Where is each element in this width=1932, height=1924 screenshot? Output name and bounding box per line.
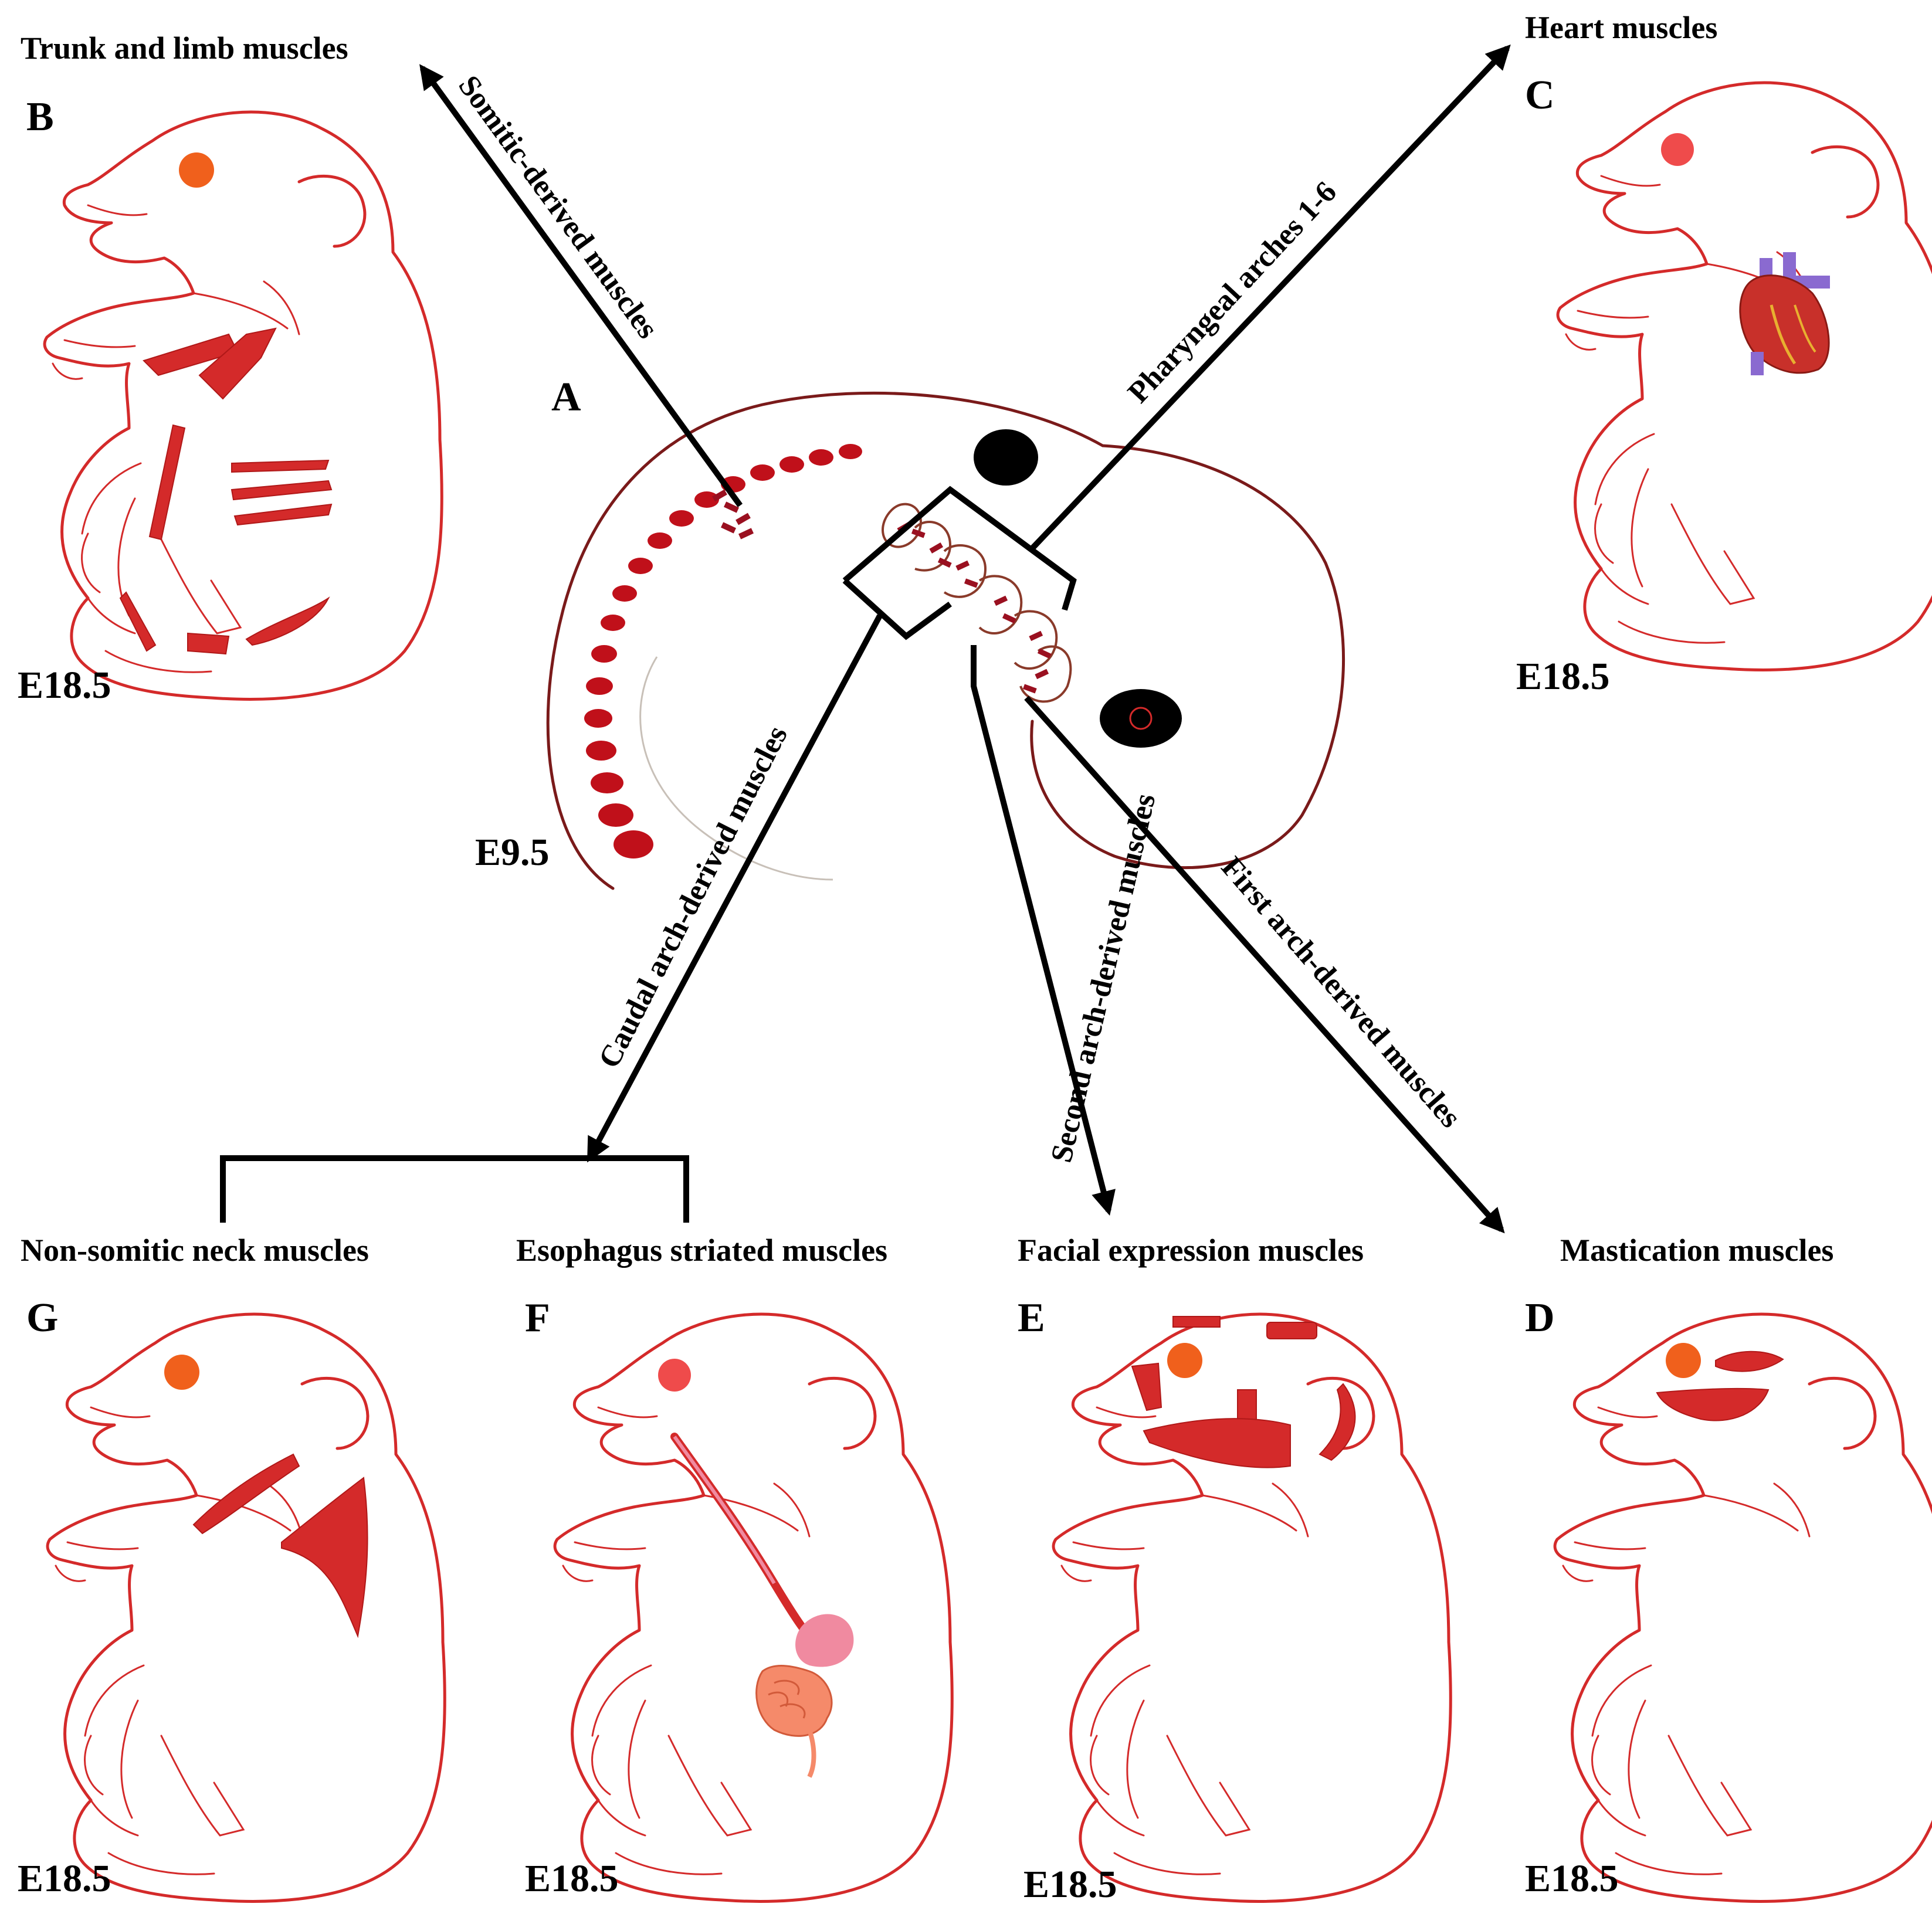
panel-e-letter: E (1018, 1295, 1045, 1341)
trunk-limb-muscles (119, 327, 333, 655)
panel-b-stage: E18.5 (18, 664, 111, 707)
pup-f (555, 1314, 952, 1901)
embryo-e9-5 (546, 391, 1345, 890)
pup-d-eye (1666, 1343, 1701, 1378)
panel-g-stage: E18.5 (18, 1857, 111, 1900)
arrow-first-label: First arch-derived muscles (1215, 850, 1467, 1134)
panel-a-letter: A (551, 375, 581, 420)
heart-icon (1739, 252, 1830, 375)
pharyngeal-arches (882, 503, 1072, 703)
facial-muscles (1131, 1316, 1356, 1468)
arrow-caudal (587, 614, 883, 1163)
esophagus-icon (670, 1433, 854, 1667)
panel-e-title: Facial expression muscles (1018, 1233, 1364, 1268)
panel-b-letter: B (26, 94, 54, 140)
pup-c-eye (1661, 133, 1694, 166)
panel-b-title: Trunk and limb muscles (21, 30, 348, 66)
panel-g-letter: G (26, 1295, 58, 1341)
panel-e: E E18.5 (1018, 1295, 1450, 1906)
panel-f-title: Esophagus striated muscles (516, 1233, 887, 1268)
panel-c-title: Heart muscles (1525, 10, 1717, 45)
panel-d-letter: D (1525, 1295, 1555, 1341)
embryo-stage: E9.5 (475, 831, 550, 874)
pup-g (48, 1314, 445, 1901)
arrow-pharyngeal (1030, 44, 1511, 551)
pup-b (45, 112, 442, 699)
pup-f-eye (658, 1359, 691, 1392)
somitic-cluster (712, 489, 754, 539)
arrow-first (1024, 695, 1505, 1234)
embryo-eye-icon (1100, 689, 1182, 748)
arrow-second (971, 645, 1116, 1216)
arrow-pharyngeal-label: Pharyngeal arches 1-6 (1121, 175, 1343, 409)
panel-a: A (475, 375, 1345, 890)
gut-icon (755, 1665, 833, 1778)
pharyngeal-box (842, 486, 1077, 640)
caudal-bracket (220, 1155, 689, 1223)
panel-g: G E18.5 (18, 1295, 445, 1901)
arrow-somitic (419, 64, 743, 507)
panel-f-letter: F (525, 1295, 550, 1341)
somites (584, 444, 862, 858)
neck-muscles (192, 1453, 368, 1638)
pup-c (1558, 83, 1932, 670)
panel-g-title: Non-somitic neck muscles (21, 1233, 369, 1268)
pup-e-eye (1167, 1343, 1202, 1378)
arrow-second-label: Second arch-derived muscles (1045, 790, 1162, 1166)
panel-d: D E18.5 (1525, 1295, 1932, 1901)
panel-b: Trunk and limb muscles B E18.5 (18, 30, 442, 707)
panel-f-stage: E18.5 (525, 1857, 619, 1900)
panel-e-stage: E18.5 (1023, 1863, 1117, 1906)
mastication-muscles (1656, 1350, 1784, 1421)
panel-d-stage: E18.5 (1525, 1857, 1619, 1900)
panel-c-stage: E18.5 (1516, 655, 1610, 698)
embryo-otic-icon (974, 429, 1038, 486)
panel-d-title: Mastication muscles (1560, 1233, 1833, 1268)
pup-b-eye (179, 152, 214, 188)
arrow-somitic-label: Somitic-derived muscles (452, 70, 665, 345)
panel-c: Heart muscles C E18.5 (1516, 10, 1932, 698)
arrow-caudal-label: Caudal arch-derived muscles (592, 721, 794, 1074)
arrows: Somitic-derived muscles Pharyngeal arche… (220, 44, 1511, 1234)
panel-c-letter: C (1525, 73, 1555, 118)
pup-g-eye (164, 1355, 199, 1390)
panel-f: F E18.5 (525, 1295, 952, 1901)
